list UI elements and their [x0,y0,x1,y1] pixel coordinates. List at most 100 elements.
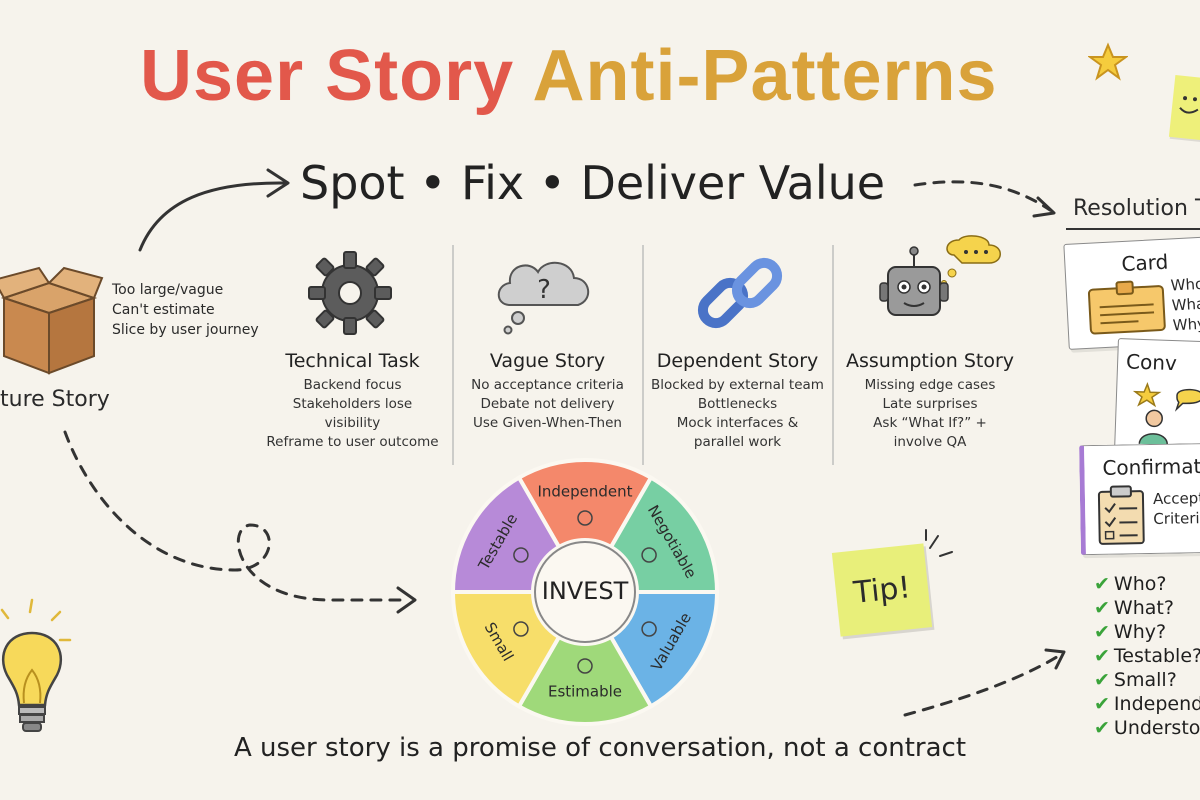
column-line: Bottlenecks [697,396,778,412]
invest-segment-glyph-icon [513,547,529,563]
chain-link-icon [697,257,783,329]
quote: A user story is a promise of conversatio… [233,733,967,763]
column-line: Stakeholders lose [292,396,413,412]
people-speech-icon [1132,381,1200,445]
invest-segment-glyph-icon [513,621,529,637]
feature-story-label: ture Story [0,387,110,412]
feature-note: Too large/vague [112,282,224,298]
id-card-icon [1087,280,1166,335]
arrow-tip-to-checklist [903,653,1062,717]
column-title: Dependent Story [656,350,819,372]
card-title: Conv [1125,349,1178,376]
column-title: Assumption Story [845,350,1015,372]
card-lines: Who What Why [1170,273,1200,335]
checklist-label: Understo [1113,717,1200,739]
robot-icon [879,235,1001,316]
arrow-feature-to-subtitle [138,181,287,252]
title-part-1: User Story [140,36,515,116]
invest-label-independent: Independent [537,483,632,501]
card-card: Card Who What Why [1063,236,1200,350]
invest-segment-glyph-icon [577,510,593,526]
checkmark-icon: ✔ [1094,573,1110,595]
invest-segment-negotiable [608,474,720,594]
column-line: Mock interfaces & [676,415,799,431]
column-technical-task: Technical Task Backend focus Stakeholder… [255,350,450,452]
column-line: visibility [324,415,381,431]
column-line: Reframe to user outcome [266,434,439,450]
column-vague-story: Vague Story No acceptance criteria Debat… [455,350,640,433]
invest-center [534,541,636,643]
resolution-underline [1066,228,1200,230]
card-confirmation: Confirmati Accept Criteria [1079,442,1200,556]
gear-icon [308,251,392,335]
invest-segment-glyph-icon [641,547,657,563]
card-conversation: Conv [1114,338,1200,454]
checklist-item: ✔Testable? [1094,644,1200,668]
tip-note: Tip! [831,543,933,637]
checklist-item: ✔What? [1094,596,1200,620]
star-icon [1088,42,1128,81]
column-line: No acceptance criteria [471,377,624,393]
checkmark-icon: ✔ [1094,669,1110,691]
bulb-sparkle-lines [0,598,72,642]
checklist-item: ✔Who? [1094,572,1200,596]
checklist-item: ✔Understo [1094,716,1200,740]
arrow-feature-to-invest [63,430,410,602]
invest-segment-valuable [608,590,720,710]
page-title: User Story Anti-Patterns [140,40,1080,112]
invest-label-estimable: Estimable [548,683,622,701]
invest-center-label: INVEST [542,577,629,605]
invest-segment-glyph-icon [577,658,593,674]
column-line: Use Given-When-Then [473,415,622,431]
column-divider [452,245,454,465]
card-title: Confirmati [1102,454,1200,480]
checklist-item: ✔Small? [1094,668,1200,692]
checkmark-icon: ✔ [1094,621,1110,643]
column-dependent-story: Dependent Story Blocked by external team… [645,350,830,452]
sticky-note-smile-icon [1168,75,1200,143]
feature-story-notes: Too large/vague Can't estimate Slice by … [112,280,259,340]
checklist-label: Small? [1113,669,1177,691]
card-line: Who [1170,274,1200,295]
column-divider [642,245,644,465]
column-line: Backend focus [303,377,402,393]
checklist-label: Why? [1113,621,1167,643]
column-line: Debate not delivery [480,396,615,412]
column-line: involve QA [893,434,967,450]
invest-segment-estimable [516,634,654,726]
box-icon [0,266,104,375]
column-line: Late surprises [882,396,978,412]
card-title: Card [1120,249,1169,277]
column-line: Missing edge cases [864,377,996,393]
resolution-title: Resolution T [1073,196,1200,221]
column-line: Ask “What If?” + [873,415,987,431]
column-line: Blocked by external team [651,377,824,393]
confirmation-lines: Accept Criteria [1153,488,1200,529]
column-divider [832,245,834,465]
invest-wheel: IndependentNegotiableValuableEstimableSm… [450,458,720,726]
checkmark-icon: ✔ [1094,597,1110,619]
invest-segment-independent [516,458,654,550]
checklist-label: Independ [1113,693,1200,715]
thought-cloud-question-icon: ? [497,262,589,335]
invest-segment-testable [450,474,562,594]
lightbulb-icon [1,631,63,732]
arrow-subtitle-to-resolution [913,180,1052,212]
confirmation-line: Criteria [1153,508,1200,528]
card-line: Why [1172,314,1200,335]
checklist-item: ✔Why? [1094,620,1200,644]
checkmark-icon: ✔ [1094,645,1110,667]
checklist-label: What? [1113,597,1174,619]
card-line: What [1171,294,1200,315]
arrowhead-resolution [1032,196,1056,218]
invest-segment-glyph-icon [641,621,657,637]
checklist-item: ✔Independ [1094,692,1200,716]
clipboard-checklist-icon [1097,485,1145,545]
checklist: ✔Who? ✔What? ✔Why? ✔Testable? ✔Small? ✔I… [1094,572,1200,740]
checkmark-icon: ✔ [1094,693,1110,715]
column-assumption-story: Assumption Story Missing edge cases Late… [835,350,1025,452]
checklist-label: Who? [1113,573,1167,595]
invest-segment-small [450,590,562,710]
svg-text:?: ? [537,275,551,305]
title-part-2: Anti-Patterns [532,36,998,116]
